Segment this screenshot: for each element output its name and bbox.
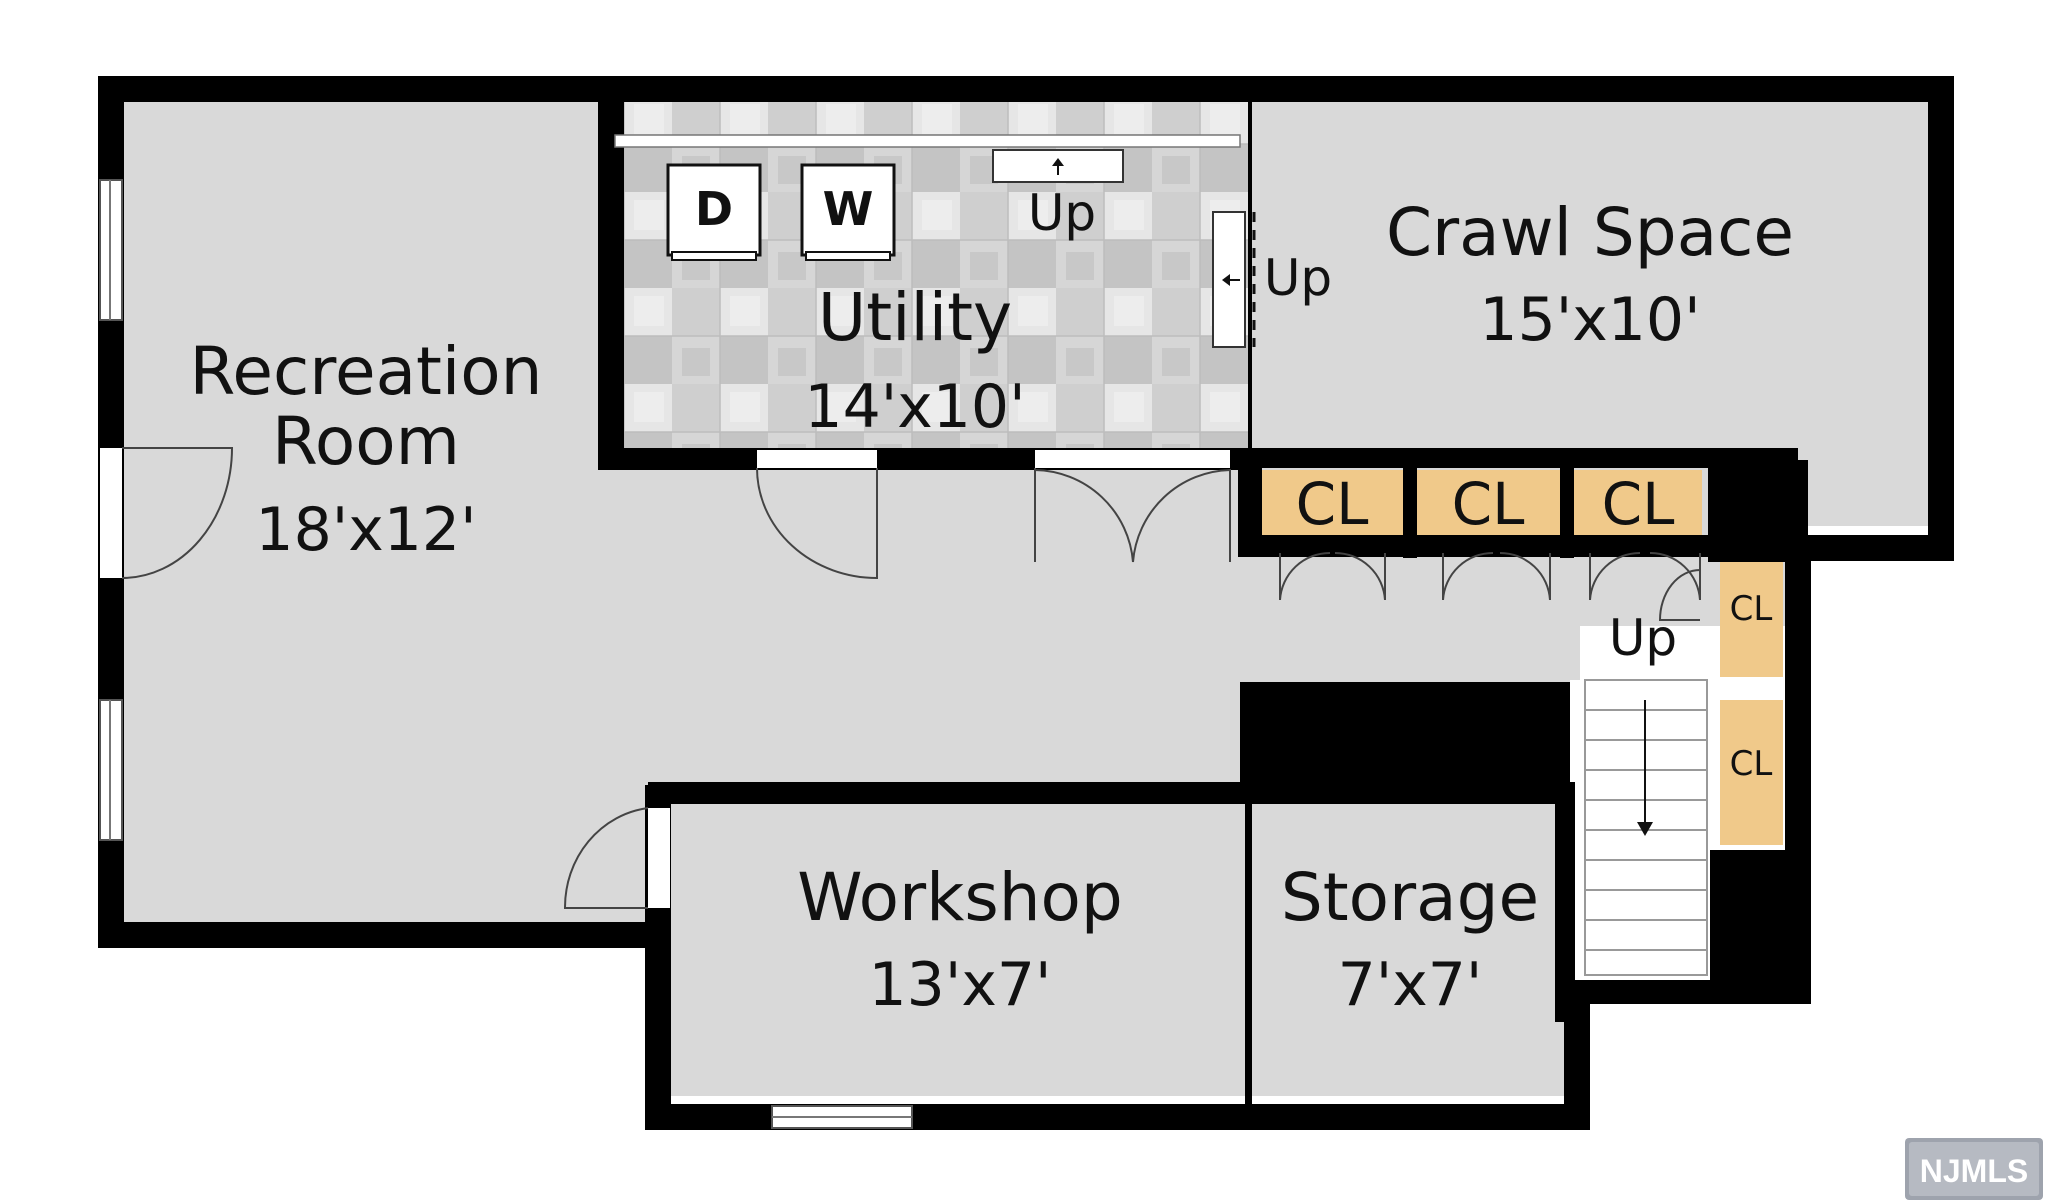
storage-dims: 7'x7' bbox=[1338, 950, 1483, 1020]
closet-label-5: CL bbox=[1730, 744, 1773, 784]
windows bbox=[99, 179, 913, 1129]
njmls-logo: NJMLS bbox=[1905, 1138, 2043, 1200]
workshop-dims: 13'x7' bbox=[868, 950, 1051, 1020]
dryer-label: D bbox=[695, 182, 733, 236]
up-label-crawl: Up bbox=[1264, 249, 1332, 307]
recreation-room-name-1: Recreation bbox=[190, 333, 543, 410]
doors bbox=[100, 447, 1701, 909]
njmls-logo-text: NJMLS bbox=[1920, 1153, 2028, 1189]
washer: W bbox=[800, 163, 896, 261]
crawl-space-name: Crawl Space bbox=[1386, 194, 1794, 271]
crawl-space-dims: 15'x10' bbox=[1479, 285, 1700, 355]
stair-labels: Up Up Up bbox=[1028, 184, 1677, 667]
stairs bbox=[1584, 679, 1708, 976]
closet-label-3: CL bbox=[1602, 470, 1675, 538]
up-label-utility: Up bbox=[1028, 184, 1096, 242]
utility-dims: 14'x10' bbox=[804, 372, 1025, 442]
workshop-name: Workshop bbox=[797, 859, 1123, 936]
utility-tile-floor bbox=[610, 100, 1250, 455]
room-labels: Recreation Room 18'x12' Utility 14'x10' … bbox=[190, 194, 1795, 1020]
recreation-room-name-2: Room bbox=[272, 403, 460, 480]
up-label-main-stairs: Up bbox=[1609, 609, 1677, 667]
storage-name: Storage bbox=[1281, 859, 1539, 936]
washer-label: W bbox=[823, 182, 874, 236]
closet-label-1: CL bbox=[1296, 470, 1369, 538]
closet-label-2: CL bbox=[1452, 470, 1525, 538]
closet-label-4: CL bbox=[1730, 589, 1773, 629]
utility-stairs bbox=[614, 134, 1256, 348]
closets: CL CL CL CL CL bbox=[1262, 470, 1783, 845]
recreation-room-dims: 18'x12' bbox=[255, 495, 476, 565]
dryer: D bbox=[666, 163, 762, 261]
utility-name: Utility bbox=[818, 279, 1012, 356]
